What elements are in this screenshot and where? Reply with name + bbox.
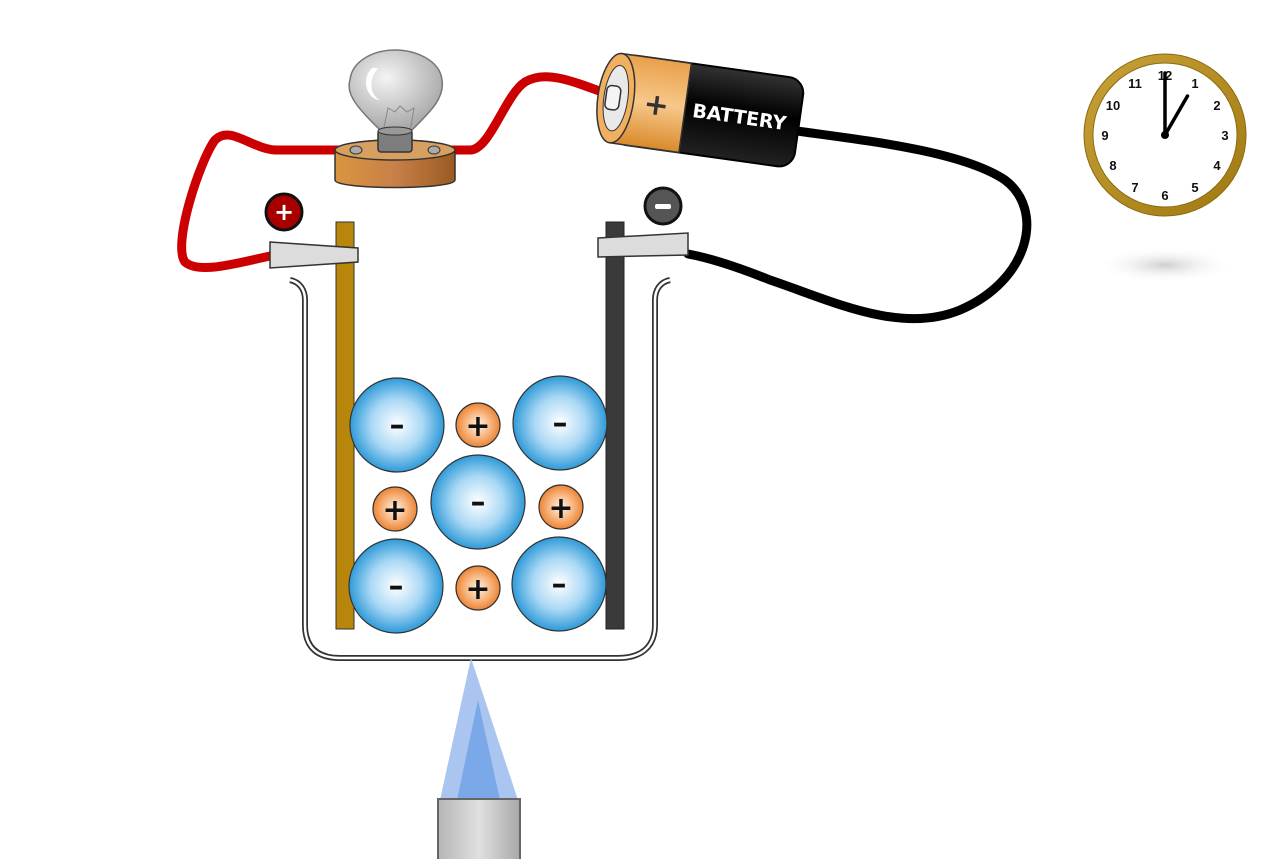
cation: +	[372, 486, 418, 532]
cation: +	[538, 484, 584, 530]
clock-number: 2	[1213, 98, 1220, 113]
clock-hour-hand	[1163, 94, 1190, 137]
positive-wire	[177, 72, 615, 273]
cation: +	[455, 402, 501, 448]
cation-sign: +	[465, 409, 490, 444]
anion-sign: –	[390, 408, 405, 443]
anion: –	[430, 454, 526, 550]
clock-number: 1	[1191, 76, 1198, 91]
clock-number: 7	[1131, 180, 1138, 195]
negative-terminal-icon	[643, 186, 683, 226]
cation-sign: +	[548, 491, 573, 526]
battery-icon: + BATTERY	[596, 52, 805, 168]
anion-sign: –	[389, 569, 404, 604]
anode-clip	[269, 241, 359, 269]
light-bulb-icon	[334, 49, 456, 189]
anion-sign: –	[552, 567, 567, 602]
cation-sign: +	[465, 572, 490, 607]
burner-flame-icon	[440, 658, 518, 800]
positive-terminal-sign: +	[274, 198, 294, 226]
cathode-electrode	[605, 221, 625, 630]
cation: +	[455, 565, 501, 611]
clock-number: 3	[1221, 128, 1228, 143]
anion-sign: –	[553, 406, 568, 441]
negative-wire	[683, 125, 1032, 324]
clock: 121234567891011	[1083, 53, 1247, 283]
battery-plus-label: +	[641, 86, 671, 124]
positive-terminal-icon: +	[264, 192, 304, 232]
anion-sign: –	[471, 485, 486, 520]
clock-number: 4	[1213, 158, 1221, 173]
clock-number: 10	[1106, 98, 1120, 113]
cation-sign: +	[382, 493, 407, 528]
anion: –	[512, 375, 608, 471]
cathode-clip	[597, 232, 689, 258]
anion: –	[348, 538, 444, 634]
anion: –	[349, 377, 445, 473]
clock-number: 5	[1191, 180, 1198, 195]
clock-number: 8	[1109, 158, 1116, 173]
clock-number: 6	[1161, 188, 1168, 203]
burner	[437, 798, 521, 859]
clock-number: 11	[1128, 76, 1142, 91]
anion: –	[511, 536, 607, 632]
clock-number: 9	[1101, 128, 1108, 143]
